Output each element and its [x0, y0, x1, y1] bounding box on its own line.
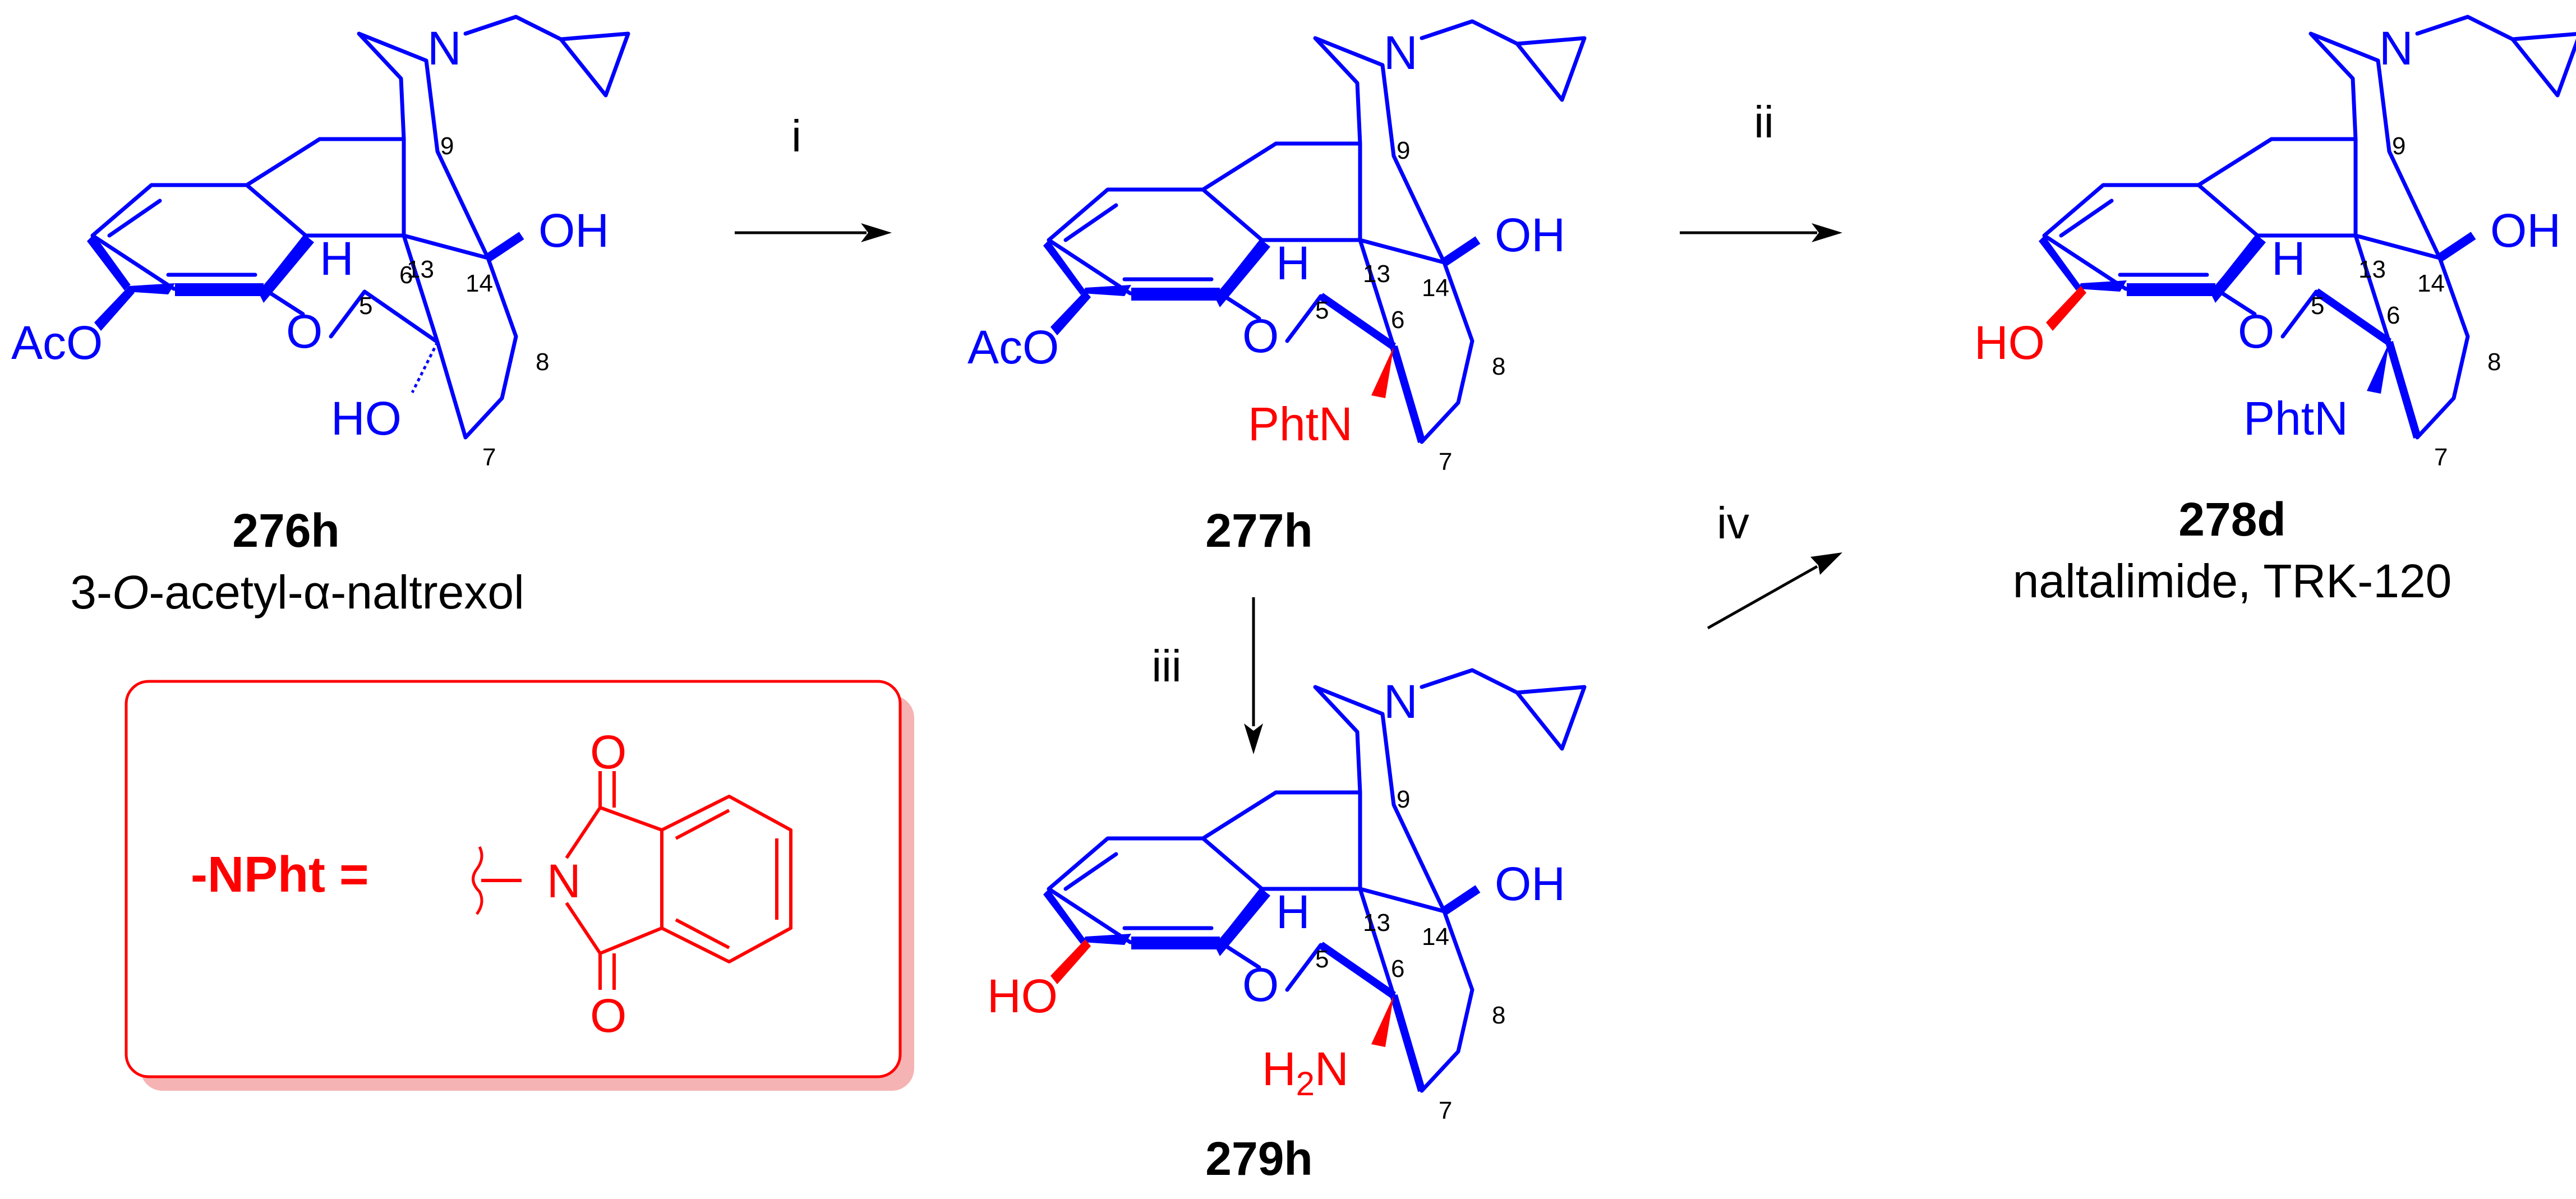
- compound-276h: N OH O H AcO HO 5 6 7 8 9 13 14 276h 3-O…: [11, 17, 628, 619]
- position-13: 13: [407, 256, 434, 283]
- position-7: 7: [482, 444, 496, 471]
- atom-h-5: H: [2271, 232, 2306, 285]
- legend-label: -NPht =: [191, 847, 369, 903]
- reagent-ii: ii: [1754, 97, 1774, 147]
- atom-o-ether: O: [2238, 305, 2274, 358]
- compound-id: 276h: [232, 504, 339, 557]
- position-14: 14: [1422, 923, 1449, 951]
- position-8: 8: [2487, 348, 2501, 376]
- atom-o-ether: O: [286, 305, 322, 358]
- position-13: 13: [1363, 909, 1390, 937]
- compound-name: naltalimide, TRK-120: [2013, 555, 2452, 607]
- reagent-iii: iii: [1151, 641, 1181, 691]
- position-13: 13: [2358, 256, 2386, 283]
- substituent-6: HO: [331, 392, 402, 445]
- arrow-iii: iii: [1151, 597, 1263, 754]
- compound-278d: N OH O H HO PhtN 5 6 7 8 9 13 14 278d na…: [1974, 17, 2576, 607]
- substituent-3: HO: [987, 970, 1058, 1022]
- atom-h-5: H: [1276, 237, 1310, 289]
- position-7: 7: [2434, 444, 2448, 471]
- npht-legend-box: -NPht = N O O: [125, 680, 914, 1091]
- substituent-3: AcO: [11, 316, 103, 369]
- atom-h-5: H: [1276, 886, 1310, 938]
- compound-id: 277h: [1205, 504, 1312, 557]
- arrow-i: i: [735, 111, 892, 242]
- atom-oh-14: OH: [2490, 204, 2561, 257]
- position-9: 9: [2392, 132, 2406, 160]
- position-5: 5: [1315, 946, 1329, 973]
- compound-id: 278d: [2178, 493, 2285, 546]
- atom-n: N: [1384, 26, 1418, 79]
- atom-o-ether: O: [1242, 958, 1279, 1011]
- position-8: 8: [1492, 353, 1505, 380]
- position-5: 5: [359, 292, 372, 320]
- position-13: 13: [1363, 260, 1390, 288]
- reagent-i: i: [791, 111, 801, 161]
- legend-atom-o-top: O: [590, 726, 626, 778]
- position-7: 7: [1439, 448, 1452, 476]
- legend-atom-n: N: [547, 855, 581, 907]
- position-8: 8: [536, 348, 549, 376]
- legend-atom-o-bottom: O: [590, 989, 626, 1042]
- position-6: 6: [1391, 306, 1404, 334]
- position-9: 9: [1397, 137, 1410, 164]
- position-6: 6: [2386, 302, 2400, 329]
- compound-name: 3-O-acetyl-α-naltrexol: [70, 566, 524, 619]
- substituent-3: HO: [1974, 316, 2045, 369]
- atom-n: N: [1384, 675, 1418, 728]
- atom-h-5: H: [320, 232, 354, 285]
- phthalimide-structure: [565, 771, 792, 990]
- position-8: 8: [1492, 1002, 1505, 1029]
- atom-oh-14: OH: [538, 204, 609, 257]
- atom-oh-14: OH: [1495, 209, 1565, 261]
- arrow-ii: ii: [1680, 97, 1842, 242]
- atom-n: N: [427, 22, 462, 75]
- position-14: 14: [2417, 270, 2445, 297]
- atom-oh-14: OH: [1495, 857, 1565, 910]
- position-14: 14: [466, 270, 493, 297]
- position-9: 9: [440, 132, 454, 160]
- reagent-iv: iv: [1717, 498, 1749, 548]
- atom-o-ether: O: [1242, 310, 1279, 362]
- substituent-6: PhtN: [2243, 392, 2348, 445]
- atom-n: N: [2379, 22, 2413, 75]
- position-7: 7: [1439, 1097, 1452, 1124]
- position-5: 5: [1315, 297, 1329, 324]
- position-6: 6: [399, 261, 413, 289]
- position-14: 14: [1422, 274, 1449, 302]
- compound-279h: N OH O H HO H2N 5 6 7 8 9 13 14 279h: [987, 670, 1584, 1185]
- position-6: 6: [1391, 955, 1404, 983]
- position-5: 5: [2311, 292, 2324, 320]
- position-9: 9: [1397, 786, 1410, 813]
- substituent-3: AcO: [967, 321, 1059, 373]
- arrow-iv: iv: [1707, 498, 1842, 630]
- substituent-6: PhtN: [1248, 398, 1353, 450]
- compound-277h: N OH O H AcO PhtN 5 6 7 8 9 13 14 277h: [967, 21, 1584, 557]
- compound-id: 279h: [1205, 1132, 1312, 1185]
- substituent-6: H2N: [1262, 1043, 1349, 1103]
- wavy-bond-icon: [472, 846, 483, 915]
